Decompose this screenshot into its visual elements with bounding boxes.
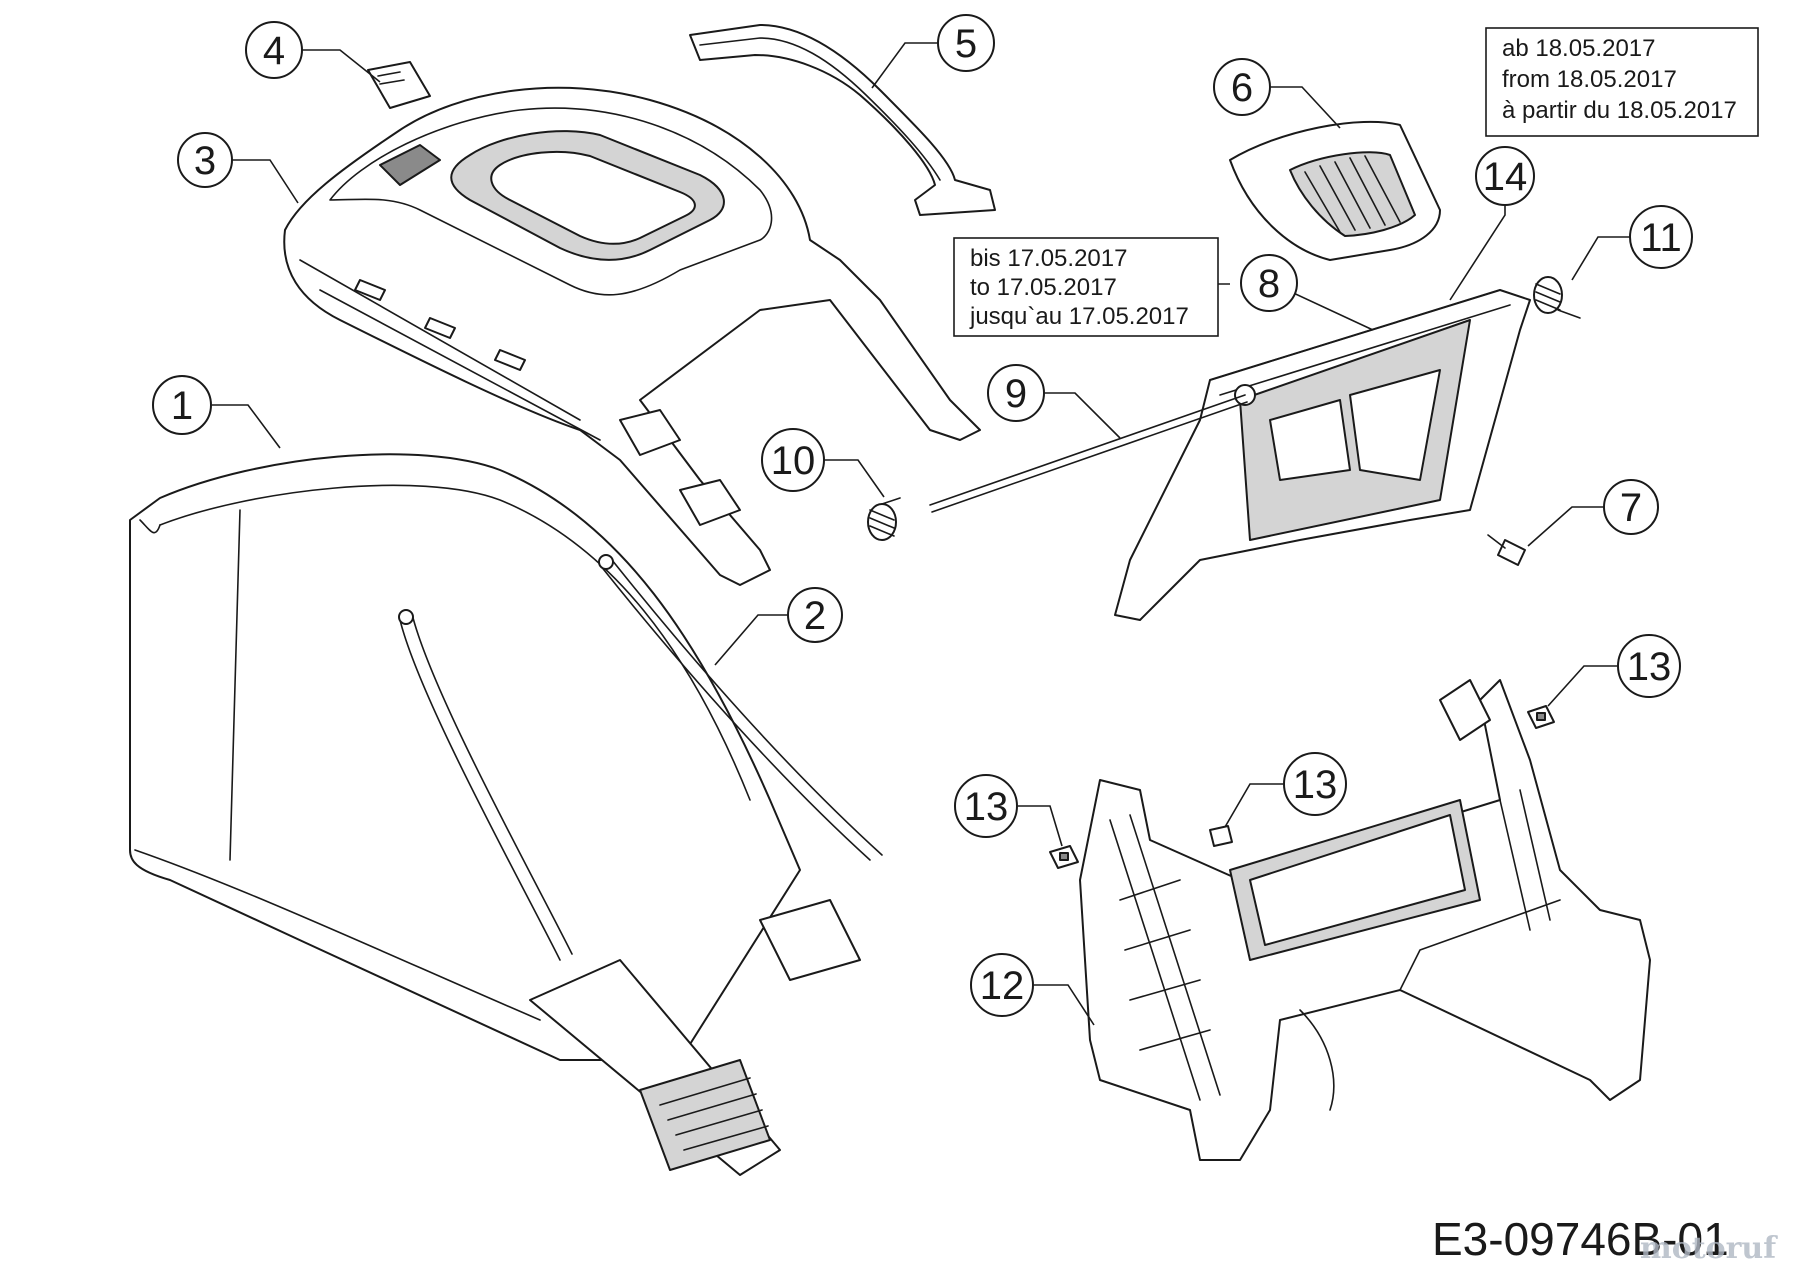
- callout-3: 3: [177, 132, 233, 188]
- note-until-line-1: bis 17.05.2017: [970, 245, 1127, 272]
- note-until: bis 17.05.2017 to 17.05.2017 jusqu`au 17…: [953, 237, 1219, 337]
- note-from-line-1: ab 18.05.2017: [1502, 35, 1655, 62]
- part-top-cover: [283, 86, 981, 586]
- callout-2-label: 2: [804, 594, 826, 638]
- callout-8: 8: [1240, 254, 1298, 312]
- callout-13-center-label: 13: [1293, 763, 1338, 807]
- part-vent-cover: [1229, 120, 1441, 261]
- drawing-number: E3-09746B-01: [1432, 1213, 1729, 1265]
- callout-13-right: 13: [1617, 634, 1681, 698]
- callout-12-label: 12: [980, 964, 1025, 1008]
- part-spring-right: [1533, 276, 1581, 319]
- callout-4-label: 4: [263, 29, 285, 73]
- callout-13-right-label: 13: [1627, 645, 1672, 689]
- note-from-line-2: from 18.05.2017: [1502, 66, 1677, 93]
- callout-7: 7: [1603, 479, 1659, 535]
- callout-8-label: 8: [1258, 262, 1280, 306]
- note-from-box: [1485, 27, 1759, 137]
- callout-13-left: 13: [954, 774, 1018, 838]
- part-spring-left: [867, 497, 901, 541]
- callout-4: 4: [245, 21, 303, 79]
- callout-11: 11: [1629, 205, 1693, 269]
- part-clip-nut-right: [1527, 705, 1555, 729]
- part-bag-frame: [398, 554, 883, 1176]
- leader-lines: [212, 42, 1630, 1026]
- note-until-line-2: to 17.05.2017: [970, 274, 1117, 301]
- callout-13-left-label: 13: [964, 785, 1009, 829]
- callout-7-label: 7: [1620, 486, 1642, 530]
- callout-6: 6: [1213, 58, 1271, 116]
- callout-3-label: 3: [194, 139, 216, 183]
- part-clip-nut-left: [1049, 845, 1079, 869]
- callout-2: 2: [787, 587, 843, 643]
- callout-1-label: 1: [171, 384, 193, 428]
- callout-9: 9: [987, 364, 1045, 422]
- part-rear-housing: [1079, 679, 1651, 1161]
- callout-13-center: 13: [1283, 752, 1347, 816]
- part-clip-nut-center: [1209, 825, 1233, 847]
- note-until-box: [953, 237, 1219, 337]
- callout-10-label: 10: [771, 439, 816, 483]
- callout-9-label: 9: [1005, 372, 1027, 416]
- part-screw: [1487, 534, 1526, 566]
- callout-6-label: 6: [1231, 66, 1253, 110]
- part-deflector-flap: [1114, 289, 1531, 621]
- note-from-line-3: à partir du 18.05.2017: [1502, 97, 1737, 124]
- watermark: motoruf: [1640, 1231, 1778, 1266]
- part-axle-rod: [929, 394, 1248, 513]
- callout-10: 10: [761, 428, 825, 492]
- note-from: ab 18.05.2017 from 18.05.2017 à partir d…: [1485, 27, 1759, 137]
- part-indicator-plate: [367, 61, 431, 109]
- callout-14: 14: [1475, 146, 1535, 206]
- callout-11-label: 11: [1640, 216, 1682, 260]
- callout-5-label: 5: [955, 22, 977, 66]
- callout-5: 5: [937, 14, 995, 72]
- part-handle: [689, 24, 996, 216]
- callout-14-label: 14: [1483, 155, 1528, 199]
- callout-1: 1: [152, 375, 212, 435]
- callout-12: 12: [970, 953, 1034, 1017]
- note-until-line-3: jusqu`au 17.05.2017: [969, 303, 1189, 330]
